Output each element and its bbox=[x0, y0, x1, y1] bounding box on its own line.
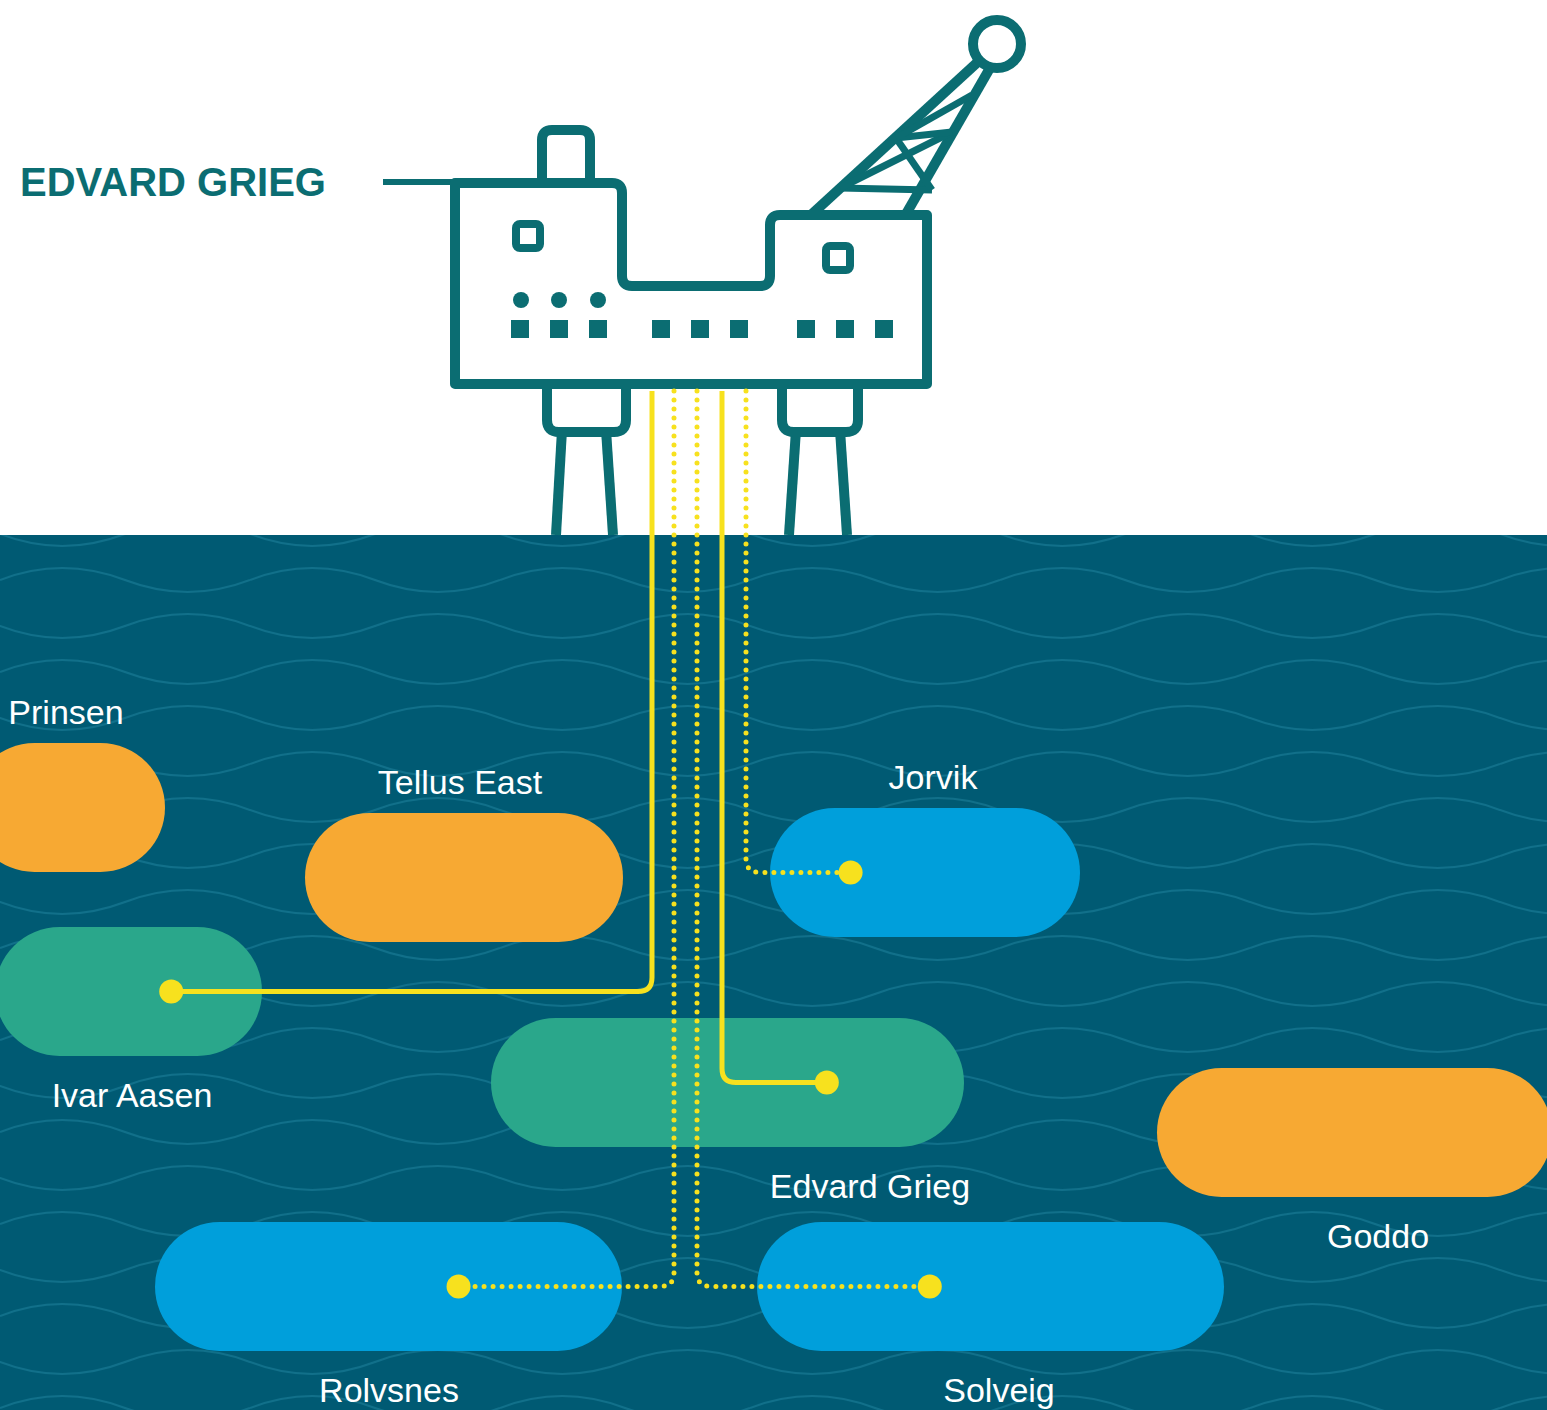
field-pill bbox=[1157, 1068, 1547, 1197]
crane-tip bbox=[973, 20, 1021, 68]
field-name: Ivar Aasen bbox=[52, 1076, 213, 1114]
leg bbox=[789, 430, 796, 535]
field-reservoir: Prinsen bbox=[0, 743, 165, 872]
deck-details bbox=[511, 292, 893, 338]
pipeline bbox=[159, 391, 652, 1004]
field-pill bbox=[491, 1018, 964, 1147]
window bbox=[826, 246, 850, 270]
field-name: Edvard Grieg bbox=[770, 1167, 970, 1205]
crane-lattice bbox=[896, 138, 932, 190]
leader-line bbox=[383, 179, 455, 185]
crane-lattice bbox=[896, 95, 972, 138]
leg bbox=[556, 430, 562, 535]
pontoon bbox=[782, 386, 858, 432]
platform-deck bbox=[455, 183, 927, 384]
field-pill bbox=[305, 813, 623, 942]
field-reservoir: Edvard Grieg bbox=[491, 1018, 964, 1147]
leg bbox=[606, 430, 613, 535]
field-name: Tellus East bbox=[378, 763, 542, 801]
field-reservoir: Rolvsnes bbox=[155, 1222, 622, 1351]
crane-lattice bbox=[840, 188, 932, 190]
field-pill bbox=[155, 1222, 622, 1351]
platform-name: EDVARD GRIEG bbox=[20, 160, 326, 204]
field-reservoir: Tellus East bbox=[305, 813, 623, 942]
field-reservoir: Jorvik bbox=[770, 808, 1080, 937]
pontoon bbox=[547, 386, 626, 432]
field-pill bbox=[770, 808, 1080, 937]
field-pill bbox=[0, 743, 165, 872]
field-name: Rolvsnes bbox=[319, 1371, 459, 1409]
field-reservoir: Goddo bbox=[1157, 1068, 1547, 1197]
field-pill bbox=[0, 927, 262, 1056]
field-name: Solveig bbox=[943, 1371, 1055, 1409]
field-reservoir: Ivar Aasen bbox=[0, 927, 262, 1056]
field-name: Prinsen bbox=[8, 693, 123, 731]
window bbox=[516, 224, 540, 248]
leg bbox=[840, 430, 847, 535]
field-name: Jorvik bbox=[889, 758, 978, 796]
field-name: Goddo bbox=[1327, 1217, 1429, 1255]
platform: EDVARD GRIEG bbox=[20, 125, 940, 395]
field-reservoir: Solveig bbox=[757, 1222, 1224, 1351]
field-pill bbox=[757, 1222, 1224, 1351]
platform-deck-box bbox=[455, 180, 935, 387]
chimney bbox=[542, 130, 590, 182]
pipeline bbox=[722, 391, 839, 1095]
